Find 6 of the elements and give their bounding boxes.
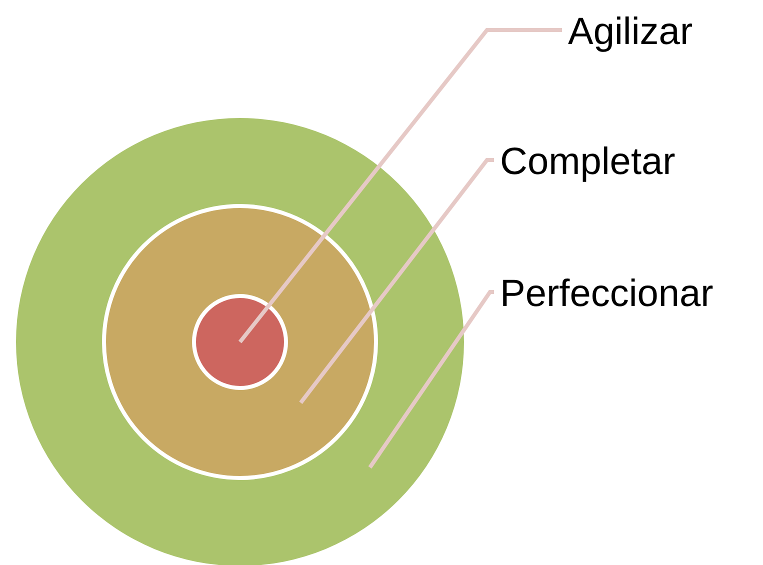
ring-label: Completar [500, 140, 676, 184]
leader-line [299, 158, 494, 404]
ring-label: Perfeccionar [500, 272, 714, 316]
ring-label: Agilizar [568, 10, 693, 54]
leader-line [238, 28, 562, 344]
leader-line [368, 290, 494, 469]
